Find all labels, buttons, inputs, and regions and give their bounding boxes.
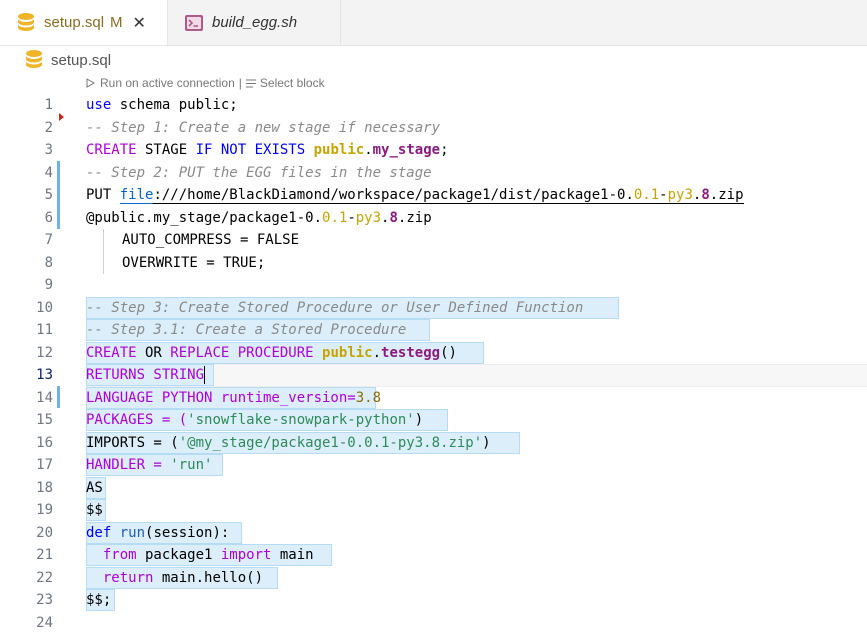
- code-line: 3 CREATE STAGE IF NOT EXISTS public.my_s…: [0, 139, 867, 162]
- line-content: @public.my_stage/package1-0.0.1-py3.8.zi…: [86, 207, 432, 230]
- code-line: 19 $$: [0, 499, 867, 522]
- code-line: 18 AS: [0, 477, 867, 500]
- line-content: -- Step 2: PUT the EGG files in the stag…: [86, 162, 432, 185]
- line-number: 5: [0, 184, 53, 207]
- line-content: return main.hello(): [86, 567, 263, 590]
- database-icon: [24, 49, 44, 71]
- code-line: 11 -- Step 3.1: Create a Stored Procedur…: [0, 319, 867, 342]
- line-number: 8: [0, 252, 53, 275]
- code-line: 4 -- Step 2: PUT the EGG files in the st…: [0, 162, 867, 185]
- line-content: $$: [86, 499, 103, 522]
- code-line: 6 @public.my_stage/package1-0.0.1-py3.8.…: [0, 207, 867, 230]
- line-number: 18: [0, 477, 53, 500]
- breadcrumb-file[interactable]: setup.sql: [51, 52, 111, 69]
- line-content: -- Step 1: Create a new stage if necessa…: [86, 117, 440, 140]
- line-number: 21: [0, 544, 53, 567]
- code-line: 10 -- Step 3: Create Stored Procedure or…: [0, 297, 867, 320]
- line-number: 7: [0, 229, 53, 252]
- tab-label: setup.sql: [44, 14, 104, 31]
- line-number: 11: [0, 319, 53, 342]
- code-line: 15 PACKAGES = ('snowflake-snowpark-pytho…: [0, 409, 867, 432]
- codelens: Run on active connection | Select block: [86, 74, 325, 92]
- line-content: RETURNS STRING: [86, 364, 205, 387]
- code-line: 13 RETURNS STRING: [0, 364, 867, 387]
- line-content: AUTO_COMPRESS = FALSE: [122, 229, 299, 252]
- line-number: 24: [0, 612, 53, 634]
- line-content: -- Step 3: Create Stored Procedure or Us…: [86, 297, 583, 320]
- line-content: OVERWRITE = TRUE;: [122, 252, 265, 275]
- select-block-link[interactable]: Select block: [260, 76, 325, 90]
- code-line: 14 LANGUAGE PYTHON runtime_version=3.8: [0, 387, 867, 410]
- line-content: IMPORTS = ('@my_stage/package1-0.0.1-py3…: [86, 432, 491, 455]
- code-line: 16 IMPORTS = ('@my_stage/package1-0.0.1-…: [0, 432, 867, 455]
- code-line: 2 -- Step 1: Create a new stage if neces…: [0, 117, 867, 140]
- tab-bar: setup.sql M ✕ build_egg.sh: [0, 0, 867, 46]
- line-content: CREATE STAGE IF NOT EXISTS public.my_sta…: [86, 139, 449, 162]
- line-number: 6: [0, 207, 53, 230]
- code-line: 9: [0, 274, 867, 297]
- line-number: 17: [0, 454, 53, 477]
- line-content: AS: [86, 477, 103, 500]
- code-line: 23 $$;: [0, 589, 867, 612]
- tab-build-egg-sh[interactable]: build_egg.sh: [168, 0, 341, 45]
- file-link[interactable]: file: [120, 187, 154, 204]
- tab-setup-sql[interactable]: setup.sql M ✕: [0, 0, 168, 45]
- line-number: 12: [0, 342, 53, 365]
- code-line: 12 CREATE OR REPLACE PROCEDURE public.te…: [0, 342, 867, 365]
- code-line: 17 HANDLER = 'run': [0, 454, 867, 477]
- line-number: 9: [0, 274, 53, 297]
- modified-indicator: M: [110, 14, 123, 31]
- terminal-icon: [184, 12, 204, 34]
- code-line: 24: [0, 612, 867, 634]
- code-line: 5 PUT file:///home/BlackDiamond/workspac…: [0, 184, 867, 207]
- line-number: 4: [0, 162, 53, 185]
- code-line: 21 from package1 import main: [0, 544, 867, 567]
- text-cursor: [204, 366, 205, 384]
- code-line: 8 OVERWRITE = TRUE;: [0, 252, 867, 275]
- line-number: 16: [0, 432, 53, 455]
- code-editor[interactable]: 1 use schema public; 2 -- Step 1: Create…: [0, 94, 867, 618]
- line-content: def run(session):: [86, 522, 229, 545]
- line-number: 19: [0, 499, 53, 522]
- tab-label: build_egg.sh: [212, 14, 297, 31]
- line-content: $$;: [86, 589, 111, 612]
- line-content: from package1 import main: [86, 544, 314, 567]
- line-number: 1: [0, 94, 53, 117]
- line-number: 2: [0, 117, 53, 140]
- line-number: 20: [0, 522, 53, 545]
- line-content: HANDLER = 'run': [86, 454, 212, 477]
- line-number: 10: [0, 297, 53, 320]
- line-content: -- Step 3.1: Create a Stored Procedure: [86, 319, 406, 342]
- line-number: 15: [0, 409, 53, 432]
- play-icon: [86, 78, 95, 88]
- line-content: PACKAGES = ('snowflake-snowpark-python'): [86, 409, 423, 432]
- database-icon: [16, 12, 36, 34]
- close-icon[interactable]: ✕: [133, 13, 146, 33]
- code-line: 22 return main.hello(): [0, 567, 867, 590]
- line-number: 23: [0, 589, 53, 612]
- line-number: 14: [0, 387, 53, 410]
- line-content: CREATE OR REPLACE PROCEDURE public.teste…: [86, 342, 457, 365]
- line-content: LANGUAGE PYTHON runtime_version=3.8: [86, 387, 381, 410]
- line-number: 13: [0, 364, 53, 387]
- line-content: PUT file:///home/BlackDiamond/workspace/…: [86, 184, 744, 207]
- breadcrumb[interactable]: setup.sql: [0, 46, 111, 74]
- code-line: 1 use schema public;: [0, 94, 867, 117]
- line-number: 3: [0, 139, 53, 162]
- codelens-divider: |: [239, 76, 242, 90]
- code-line: 20 def run(session):: [0, 522, 867, 545]
- line-content: use schema public;: [86, 94, 238, 117]
- select-block-icon: [246, 79, 256, 88]
- code-line: 7 AUTO_COMPRESS = FALSE: [0, 229, 867, 252]
- run-on-active-connection-link[interactable]: Run on active connection: [100, 76, 235, 90]
- line-number: 22: [0, 567, 53, 590]
